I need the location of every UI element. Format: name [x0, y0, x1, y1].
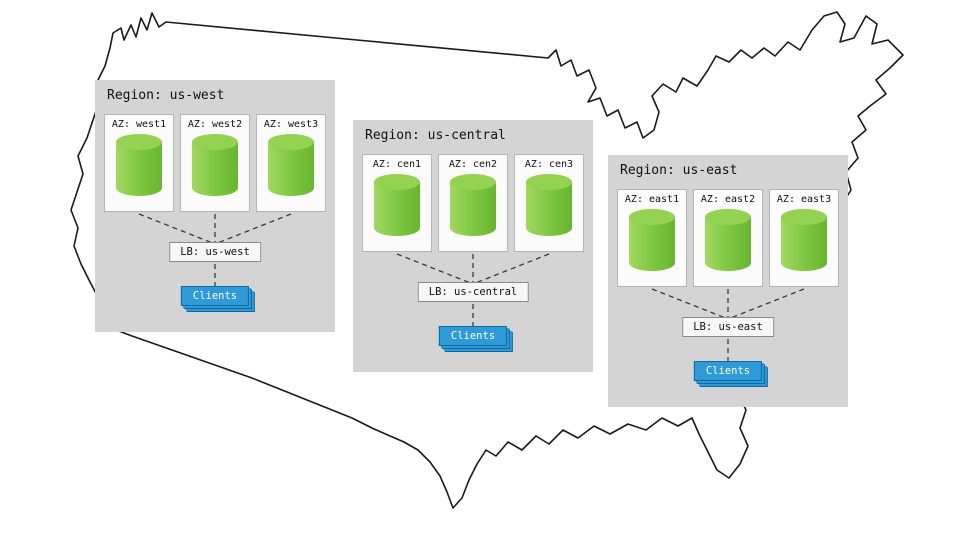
az-label: AZ: cen3 [524, 159, 574, 170]
database-cylinder-icon [450, 174, 496, 236]
az-row: AZ: cen1 AZ: cen2 AZ: cen3 [362, 154, 584, 252]
database-cylinder-icon [374, 174, 420, 236]
database-cylinder-icon [781, 209, 827, 271]
region-title: Region: us-east [620, 163, 738, 178]
az-label: AZ: west2 [187, 119, 243, 130]
load-balancer-box: LB: us-central [417, 282, 529, 302]
az-box: AZ: cen3 [514, 154, 584, 252]
az-label: AZ: west1 [111, 119, 167, 130]
database-cylinder-icon [526, 174, 572, 236]
region-us-central: Region: us-central AZ: cen1 AZ: cen2 AZ:… [353, 120, 593, 372]
database-cylinder-icon [629, 209, 675, 271]
az-box: AZ: east1 [617, 189, 687, 287]
database-cylinder-icon [705, 209, 751, 271]
database-cylinder-icon [192, 134, 238, 196]
az-label: AZ: east2 [700, 194, 756, 205]
az-label: AZ: cen1 [372, 159, 422, 170]
load-balancer-box: LB: us-west [169, 242, 261, 262]
az-box: AZ: west3 [256, 114, 326, 212]
clients-box: Clients [693, 361, 763, 381]
database-cylinder-icon [116, 134, 162, 196]
region-us-west: Region: us-west AZ: west1 AZ: west2 AZ: … [95, 80, 335, 332]
az-box: AZ: east3 [769, 189, 839, 287]
az-box: AZ: west2 [180, 114, 250, 212]
region-title: Region: us-central [365, 128, 506, 143]
load-balancer-box: LB: us-east [682, 317, 774, 337]
az-label: AZ: east3 [776, 194, 832, 205]
region-title: Region: us-west [107, 88, 225, 103]
az-label: AZ: east1 [624, 194, 680, 205]
region-us-east: Region: us-east AZ: east1 AZ: east2 AZ: … [608, 155, 848, 407]
az-box: AZ: east2 [693, 189, 763, 287]
az-box: AZ: cen2 [438, 154, 508, 252]
az-label: AZ: west3 [263, 119, 319, 130]
az-box: AZ: cen1 [362, 154, 432, 252]
az-label: AZ: cen2 [448, 159, 498, 170]
az-row: AZ: west1 AZ: west2 AZ: west3 [104, 114, 326, 212]
az-row: AZ: east1 AZ: east2 AZ: east3 [617, 189, 839, 287]
clients-box: Clients [438, 326, 508, 346]
database-cylinder-icon [268, 134, 314, 196]
az-box: AZ: west1 [104, 114, 174, 212]
clients-box: Clients [180, 286, 250, 306]
